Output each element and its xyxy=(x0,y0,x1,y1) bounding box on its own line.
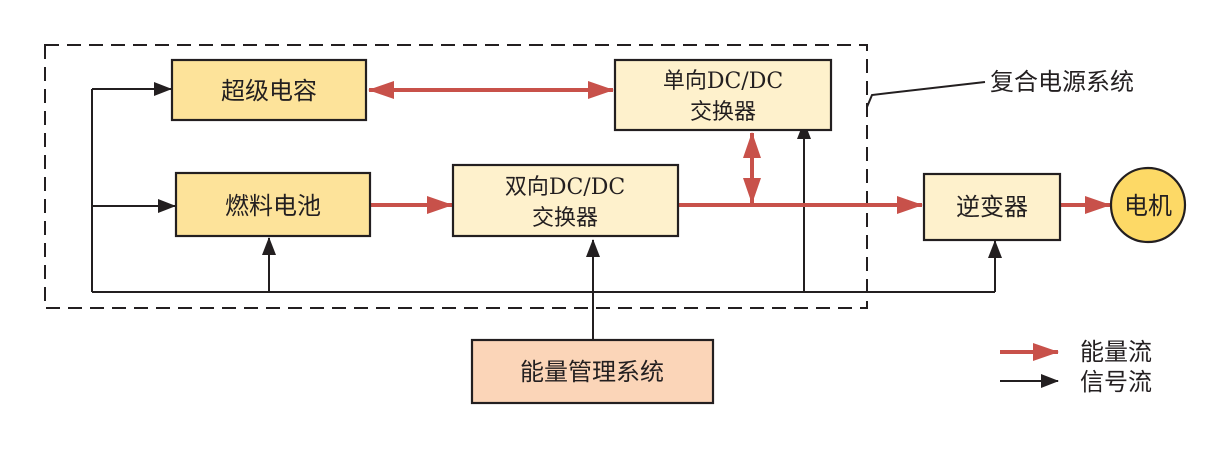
unidirectional-dcdc-box xyxy=(613,58,833,132)
unidirectional-dcdc-node: 单向DC/DC 交换器 xyxy=(613,58,833,132)
energy-management-system-box xyxy=(470,338,715,405)
bidirectional-dcdc-label-line1: 双向DC/DC xyxy=(505,175,625,200)
supercapacitor-box xyxy=(170,58,368,122)
group-label-leader-line xyxy=(866,81,986,108)
inverter-label: 逆变器 xyxy=(956,193,1028,221)
legend-signal-flow-label: 信号流 xyxy=(1080,368,1152,396)
bidirectional-dcdc-label-line2: 交换器 xyxy=(532,206,598,231)
inverter-node: 逆变器 xyxy=(922,172,1062,242)
motor-node: 电机 xyxy=(1109,166,1187,244)
group-label: 复合电源系统 xyxy=(990,68,1134,96)
legend-energy-flow-label: 能量流 xyxy=(1080,338,1152,366)
motor-label: 电机 xyxy=(1124,192,1172,220)
bidirectional-dcdc-box xyxy=(451,163,680,238)
fuel-cell-label: 燃料电池 xyxy=(225,192,321,220)
hybrid-power-system-boundary xyxy=(44,44,868,309)
bidirectional-dcdc-node: 双向DC/DC 交换器 xyxy=(451,163,680,238)
unidirectional-dcdc-label-line2: 交换器 xyxy=(690,100,756,125)
fuel-cell-box xyxy=(174,171,372,238)
supercapacitor-node: 超级电容 xyxy=(170,58,368,122)
supercapacitor-label: 超级电容 xyxy=(221,77,317,105)
unidirectional-dcdc-label-line1: 单向DC/DC xyxy=(663,69,783,94)
motor-circle xyxy=(1109,166,1187,244)
legend: 能量流 信号流 xyxy=(1000,338,1152,396)
signal-flow-lines xyxy=(91,82,1002,340)
fuel-cell-node: 燃料电池 xyxy=(174,171,372,238)
inverter-box xyxy=(922,172,1062,242)
energy-management-system-label: 能量管理系统 xyxy=(520,358,664,386)
energy-management-system-node: 能量管理系统 xyxy=(470,338,715,405)
energy-flow-lines xyxy=(368,81,1111,214)
